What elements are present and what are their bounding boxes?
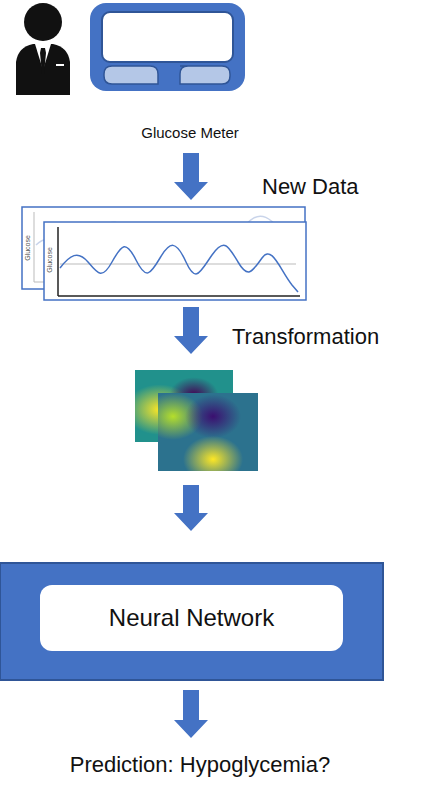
heatmap-image — [135, 370, 258, 471]
person-icon — [16, 3, 70, 95]
step-label: Transformation — [232, 324, 379, 349]
axis-label: Glucose — [46, 247, 54, 273]
process-box: Neural Network — [40, 585, 343, 651]
glucose-meter-icon — [90, 3, 245, 91]
axis-label: Glucose — [24, 235, 32, 261]
glucose-chart — [22, 207, 306, 300]
device-label: Glucose Meter — [141, 124, 239, 141]
node-text: Neural Network — [109, 604, 274, 632]
result-label: Prediction: Hypoglycemia? — [70, 752, 330, 777]
step-label: New Data — [262, 174, 359, 199]
network-panel — [0, 563, 383, 680]
